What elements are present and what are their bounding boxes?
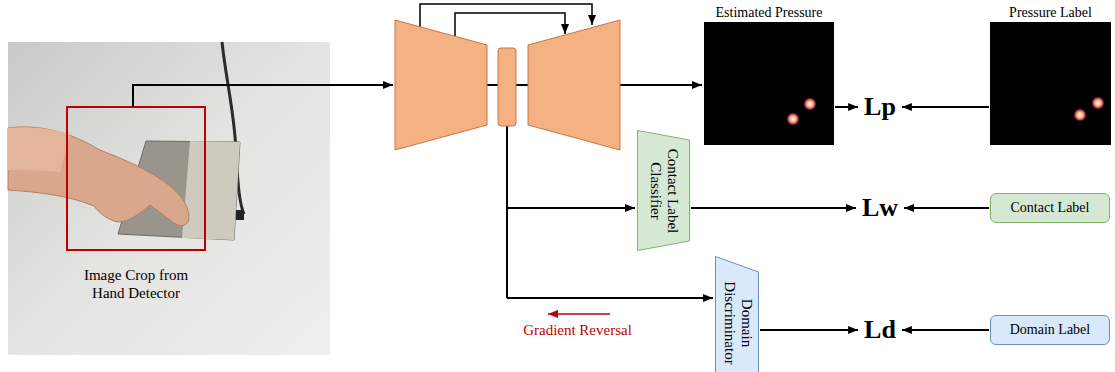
pressure-background <box>704 22 834 145</box>
label-box: Domain Label <box>990 315 1110 345</box>
skip-connection <box>455 13 565 36</box>
rotated-text: Domain Discriminator <box>720 275 754 370</box>
pressure-image-svg <box>990 22 1111 145</box>
decoder <box>528 20 620 150</box>
classifier-block: Contact Label Classifier <box>637 130 690 251</box>
discriminator-block: Domain Discriminator <box>715 256 759 372</box>
table-surface <box>8 42 330 355</box>
loss-term: Lp <box>861 92 899 122</box>
loss-arrow <box>760 329 858 331</box>
pressure-background <box>990 22 1111 145</box>
loss-arrow <box>835 106 858 108</box>
image-heading: Pressure Label <box>990 4 1111 22</box>
image-heading: Estimated Pressure <box>704 4 834 22</box>
loss-term: Lw <box>859 193 901 223</box>
pad-connector <box>236 210 244 220</box>
pressure-image <box>704 22 834 145</box>
image-caption: Image Crop from Hand Detector <box>72 266 200 302</box>
pressure-image <box>990 22 1111 145</box>
loss-arrow <box>691 207 856 209</box>
output-arrow <box>620 84 702 86</box>
loss-term: Ld <box>861 315 899 345</box>
skip-connection <box>420 4 592 27</box>
box-label: Contact Label <box>1011 200 1090 216</box>
feature-branch <box>506 126 508 298</box>
estimated-pressure-map: Estimated Pressure <box>704 4 834 145</box>
crop-box <box>67 107 205 250</box>
loss-label: Lp <box>861 92 899 122</box>
pressure-image-svg <box>704 22 834 145</box>
pressure-spot <box>1091 96 1105 110</box>
loss-arrow <box>902 106 989 108</box>
trapezoid-shape <box>638 131 690 251</box>
discriminator-feed <box>507 297 713 299</box>
pressure-spot <box>803 97 817 111</box>
pressure-label-map: Pressure Label <box>990 4 1111 145</box>
forearm <box>8 127 70 172</box>
gradient-reversal-label: Gradient Reversal <box>505 321 650 339</box>
network <box>133 4 713 314</box>
input-arrow <box>133 85 393 107</box>
encoder <box>395 20 487 150</box>
hand <box>8 127 189 226</box>
gradient-reversal-arrow <box>548 313 610 315</box>
photo <box>8 42 330 355</box>
pressure-spot <box>786 112 800 126</box>
box-label: Domain Label <box>1010 322 1090 338</box>
block-label: Contact Label Classifier <box>647 143 681 238</box>
classifier-feed <box>507 207 635 209</box>
pressure-spot <box>1073 108 1087 122</box>
loss-arrow <box>904 207 989 209</box>
bottleneck <box>498 48 516 126</box>
block-label: Domain Discriminator <box>720 275 754 370</box>
loss-label: Ld <box>861 315 899 345</box>
trapezoid-shape <box>716 257 759 372</box>
label-box: Contact Label <box>990 193 1110 223</box>
loss-arrow <box>902 329 989 331</box>
pressure-pad-half <box>182 141 240 240</box>
rotated-text: Contact Label Classifier <box>647 143 681 238</box>
loss-label: Lw <box>859 193 901 223</box>
